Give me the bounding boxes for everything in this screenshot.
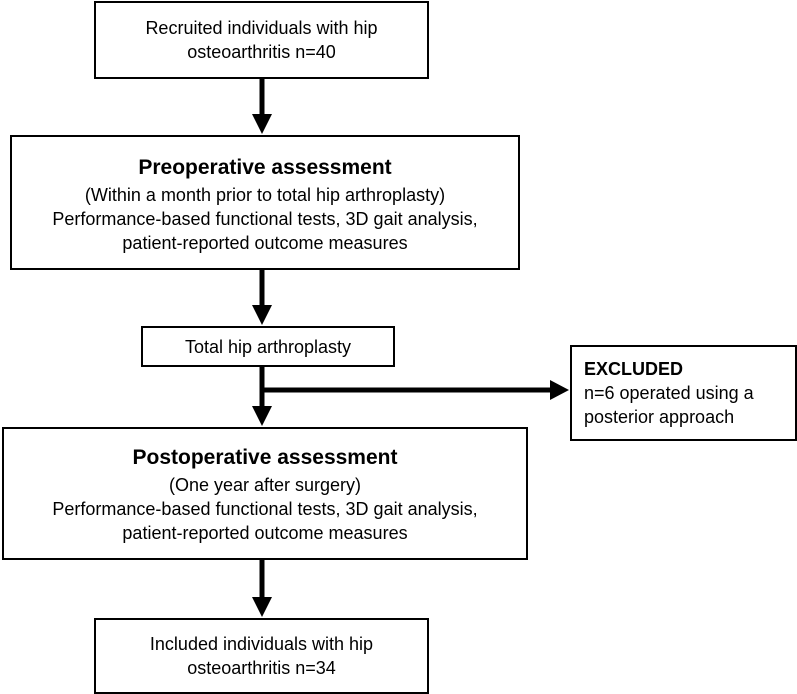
included-line-2: osteoarthritis n=34 — [187, 658, 336, 678]
arrowhead-tha-to-postop — [252, 406, 272, 426]
excluded-line-2: posterior approach — [584, 407, 735, 427]
preoperative-title: Preoperative assessment — [138, 155, 392, 179]
postoperative-box: Postoperative assessment (One year after… — [2, 427, 528, 560]
arrowhead-recruited-to-preop — [252, 114, 272, 134]
included-line-1: Included individuals with hip — [149, 634, 374, 654]
postoperative-line-1: (One year after surgery) — [168, 474, 362, 495]
arrowhead-to-excluded — [550, 380, 569, 400]
excluded-box: EXCLUDED n=6 operated using a posterior … — [570, 345, 797, 441]
arthroplasty-label: Total hip arthroplasty — [184, 336, 352, 357]
postoperative-line-2: Performance-based functional tests, 3D g… — [52, 498, 478, 519]
postoperative-title: Postoperative assessment — [132, 445, 398, 469]
postoperative-line-3: patient-reported outcome measures — [122, 522, 408, 543]
arrowhead-postop-to-included — [252, 597, 272, 617]
included-box: Included individuals with hip osteoarthr… — [94, 618, 429, 694]
recruited-line-2: osteoarthritis n=40 — [187, 42, 336, 62]
recruited-line-1: Recruited individuals with hip — [145, 18, 378, 38]
excluded-line-1: n=6 operated using a — [584, 383, 754, 403]
preoperative-line-1: (Within a month prior to total hip arthr… — [84, 184, 446, 205]
preoperative-line-2: Performance-based functional tests, 3D g… — [52, 208, 478, 229]
arrowhead-preop-to-tha — [252, 305, 272, 325]
preoperative-box: Preoperative assessment (Within a month … — [10, 135, 520, 270]
recruited-box: Recruited individuals with hip osteoarth… — [94, 1, 429, 79]
arthroplasty-box: Total hip arthroplasty — [141, 326, 395, 367]
excluded-title: EXCLUDED — [584, 359, 684, 379]
preoperative-line-3: patient-reported outcome measures — [122, 232, 408, 253]
